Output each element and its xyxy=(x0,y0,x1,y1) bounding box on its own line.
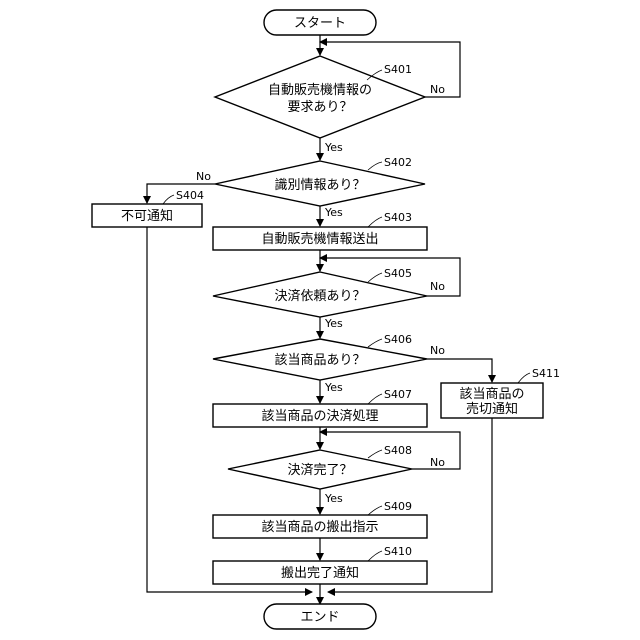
s406-no-label: No xyxy=(430,344,445,357)
step-id-s406: S406 xyxy=(384,333,412,346)
decision-s408-label: 決済完了？ xyxy=(287,462,352,478)
decision-s401-label-line2: 要求あり？ xyxy=(287,100,352,115)
step-callouts: S401 S402 S403 S404 S405 S406 S407 S408 … xyxy=(163,63,560,561)
s408-leader xyxy=(368,450,382,458)
s401-no-label: No xyxy=(430,83,445,96)
process-s410-label: 搬出完了通知 xyxy=(281,565,359,581)
step-id-s409: S409 xyxy=(384,500,412,513)
step-id-s401: S401 xyxy=(384,63,412,76)
s407-leader xyxy=(368,394,382,404)
s408-yes-label: Yes xyxy=(324,492,343,505)
step-id-s402: S402 xyxy=(384,156,412,169)
s405-yes-label: Yes xyxy=(324,317,343,330)
arrow-s406-no xyxy=(427,359,492,382)
start-label: スタート xyxy=(294,16,346,31)
step-id-s408: S408 xyxy=(384,444,412,457)
step-id-s404: S404 xyxy=(176,189,204,202)
process-s404-label: 不可通知 xyxy=(121,208,173,224)
s401-yes-label: Yes xyxy=(324,141,343,154)
process-s407-label: 該当商品の決済処理 xyxy=(261,408,378,424)
s402-leader xyxy=(368,162,382,170)
s402-yes-label: Yes xyxy=(324,206,343,219)
decision-s405-label: 決済依頼あり？ xyxy=(274,288,365,304)
decision-s402-label: 識別情報あり？ xyxy=(274,178,365,193)
process-s409-label: 該当商品の搬出指示 xyxy=(261,519,378,535)
process-s403-label: 自動販売機情報送出 xyxy=(261,231,378,247)
s405-leader xyxy=(368,273,382,282)
process-s411-label-line2: 売切通知 xyxy=(466,401,518,417)
decision-s406-label: 該当商品あり？ xyxy=(274,352,365,368)
s404-leader xyxy=(163,195,174,204)
s408-no-label: No xyxy=(430,456,445,469)
s406-leader xyxy=(368,339,382,347)
step-id-s407: S407 xyxy=(384,388,412,401)
step-id-s405: S405 xyxy=(384,267,412,280)
step-id-s403: S403 xyxy=(384,211,412,224)
decision-s401-label-line1: 自動販売機情報の xyxy=(268,82,372,98)
s409-leader xyxy=(368,506,382,515)
step-id-s411: S411 xyxy=(532,367,560,380)
step-id-s410: S410 xyxy=(384,545,412,558)
s406-yes-label: Yes xyxy=(324,381,343,394)
s410-leader xyxy=(368,551,382,561)
process-s411-label-line1: 該当商品の xyxy=(459,386,524,402)
end-label: エンド xyxy=(300,610,339,625)
s402-no-label: No xyxy=(196,170,211,183)
s405-no-label: No xyxy=(430,280,445,293)
s403-leader xyxy=(368,217,382,227)
s411-leader xyxy=(518,373,530,383)
